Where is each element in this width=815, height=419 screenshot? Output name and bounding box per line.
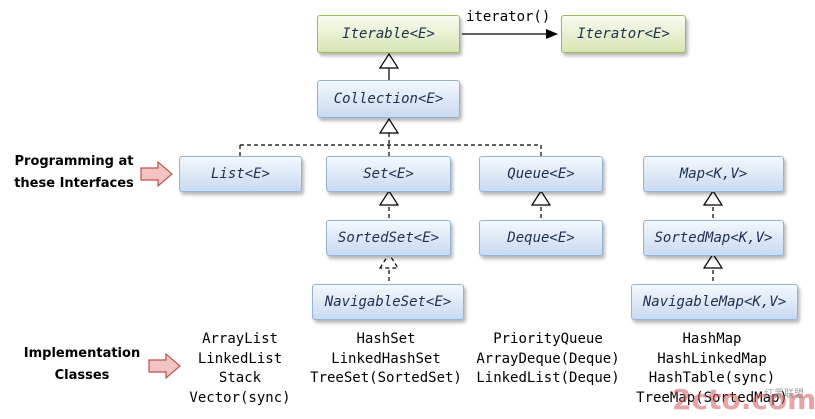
sortedset-interface-label: SortedSet<E> (337, 230, 440, 246)
implementation-label-line: Classes (54, 368, 110, 383)
watermark-text: 2cto.com (672, 383, 815, 416)
inherit-arrow (530, 189, 552, 206)
map-interface-label: Map<K,V> (679, 166, 748, 182)
inherit-arrow (378, 52, 400, 69)
inherit-arrow (378, 189, 400, 206)
implementation-label-line: Implementation (23, 346, 141, 361)
impl-class: HashMap (682, 331, 742, 347)
impl-class: Vector(sync) (189, 389, 291, 406)
impl-class: Stack (218, 370, 262, 386)
list-interface-box: List<E> (179, 156, 302, 192)
impl-class: TreeSet(SortedSet) (310, 370, 462, 386)
deque-interface-label: Deque<E> (507, 230, 575, 246)
iterator-interface-label: Iterator<E> (577, 26, 670, 42)
queue-interface-box: Queue<E> (479, 156, 603, 192)
programming-label-line: Programming at (14, 154, 134, 169)
impl-class: HashTable(sync) (648, 370, 776, 386)
list-interface-label: List<E> (210, 166, 270, 182)
map-interface-box: Map<K,V> (643, 156, 784, 192)
programming-label-line: these Interfaces (14, 176, 134, 191)
inherit-arrow (378, 117, 400, 134)
iterable-interface-box: Iterable<E> (317, 15, 460, 53)
queue-implementations: PriorityQueue ArrayDeque(Deque) LinkedLi… (469, 330, 627, 389)
navigableset-interface-box: NavigableSet<E> (312, 284, 464, 320)
collection-interface-box: Collection<E> (317, 80, 460, 118)
list-implementations: ArrayList LinkedList Stack Vector(sync) (177, 330, 303, 408)
map-implementations: HashMap HashLinkedMap HashTable(sync) Tr… (627, 330, 797, 408)
navigablemap-interface-box: NavigableMap<K,V> (631, 284, 798, 320)
impl-class: ArrayDeque(Deque) (476, 350, 620, 367)
impl-class: HashSet (356, 331, 416, 347)
impl-class: TreeMap(SortedMap) (636, 389, 788, 406)
association-arrowhead (546, 29, 558, 39)
set-implementations: HashSet LinkedHashSet TreeSet(SortedSet) (303, 330, 469, 389)
iterable-interface-label: Iterable<E> (342, 26, 435, 42)
sortedset-interface-box: SortedSet<E> (326, 220, 451, 256)
pointer-arrow-implementation (148, 352, 181, 380)
deque-interface-box: Deque<E> (479, 220, 603, 256)
watermark-logo: 2cto.com 红黑联盟 (672, 383, 815, 417)
navigablemap-interface-label: NavigableMap<K,V> (642, 294, 787, 310)
sortedmap-interface-box: SortedMap<K,V> (643, 220, 784, 256)
queue-interface-label: Queue<E> (507, 166, 575, 182)
set-interface-label: Set<E> (363, 166, 414, 182)
inherit-arrow (702, 189, 724, 206)
inherit-arrow (702, 252, 724, 269)
impl-class: PriorityQueue (493, 331, 603, 347)
set-interface-box: Set<E> (326, 156, 451, 192)
iterator-method-label: iterator() (466, 9, 551, 25)
navigableset-interface-label: NavigableSet<E> (324, 294, 452, 310)
pointer-arrow-programming (140, 160, 173, 188)
watermark-subtext: 红黑联盟 (764, 389, 804, 400)
inherit-arrow (378, 252, 400, 269)
sortedmap-interface-label: SortedMap<K,V> (654, 230, 773, 246)
collection-interface-label: Collection<E> (333, 91, 444, 107)
impl-class: ArrayList (202, 331, 278, 347)
impl-class: LinkedHashSet (331, 350, 441, 367)
impl-class: LinkedList (197, 350, 283, 367)
impl-class: LinkedList(Deque) (476, 370, 620, 386)
implementation-label: Implementation Classes (12, 343, 152, 387)
iterator-interface-box: Iterator<E> (561, 15, 686, 53)
programming-label: Programming at these Interfaces (6, 151, 142, 195)
impl-class: HashLinkedMap (657, 350, 767, 367)
